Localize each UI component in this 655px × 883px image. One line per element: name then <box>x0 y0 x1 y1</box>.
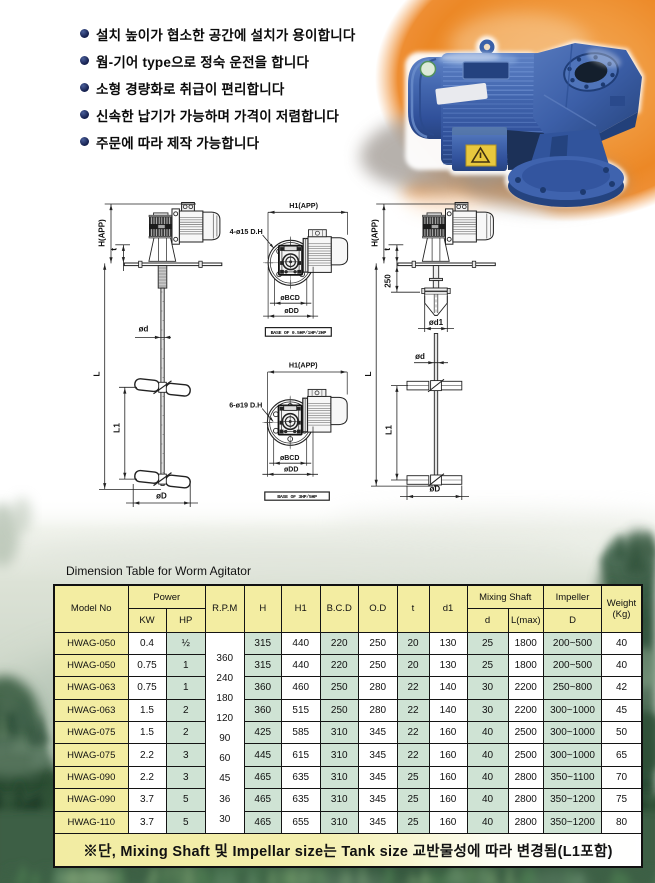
svg-text:øD: øD <box>429 485 440 494</box>
svg-text:øBCD: øBCD <box>280 295 299 302</box>
svg-text:L: L <box>363 371 373 376</box>
svg-text:L1: L1 <box>112 423 122 433</box>
svg-text:øD: øD <box>156 492 167 501</box>
svg-text:BASE OF 0.5HP/1HP/2HP: BASE OF 0.5HP/1HP/2HP <box>271 330 327 336</box>
svg-text:6-ø19 D.H: 6-ø19 D.H <box>229 401 262 410</box>
svg-text:H1(APP): H1(APP) <box>289 361 318 370</box>
svg-text:ød: ød <box>139 325 149 334</box>
svg-text:BASE OF 3HP/5HP: BASE OF 3HP/5HP <box>277 494 317 500</box>
svg-text:øDD: øDD <box>284 308 298 315</box>
svg-text:H1(APP): H1(APP) <box>289 201 318 210</box>
svg-text:ød: ød <box>415 352 425 361</box>
svg-text:H(APP): H(APP) <box>371 219 380 247</box>
svg-text:øBCD: øBCD <box>280 455 299 462</box>
svg-text:t: t <box>109 248 119 251</box>
svg-text:t: t <box>382 248 392 251</box>
svg-text:ød1: ød1 <box>429 318 444 327</box>
svg-text:L1: L1 <box>384 425 394 435</box>
svg-text:250: 250 <box>384 274 393 288</box>
svg-text:L: L <box>92 371 102 376</box>
svg-text:øDD: øDD <box>284 466 298 473</box>
svg-text:H(APP): H(APP) <box>98 219 107 247</box>
svg-text:4-ø15 D.H: 4-ø15 D.H <box>230 227 263 236</box>
